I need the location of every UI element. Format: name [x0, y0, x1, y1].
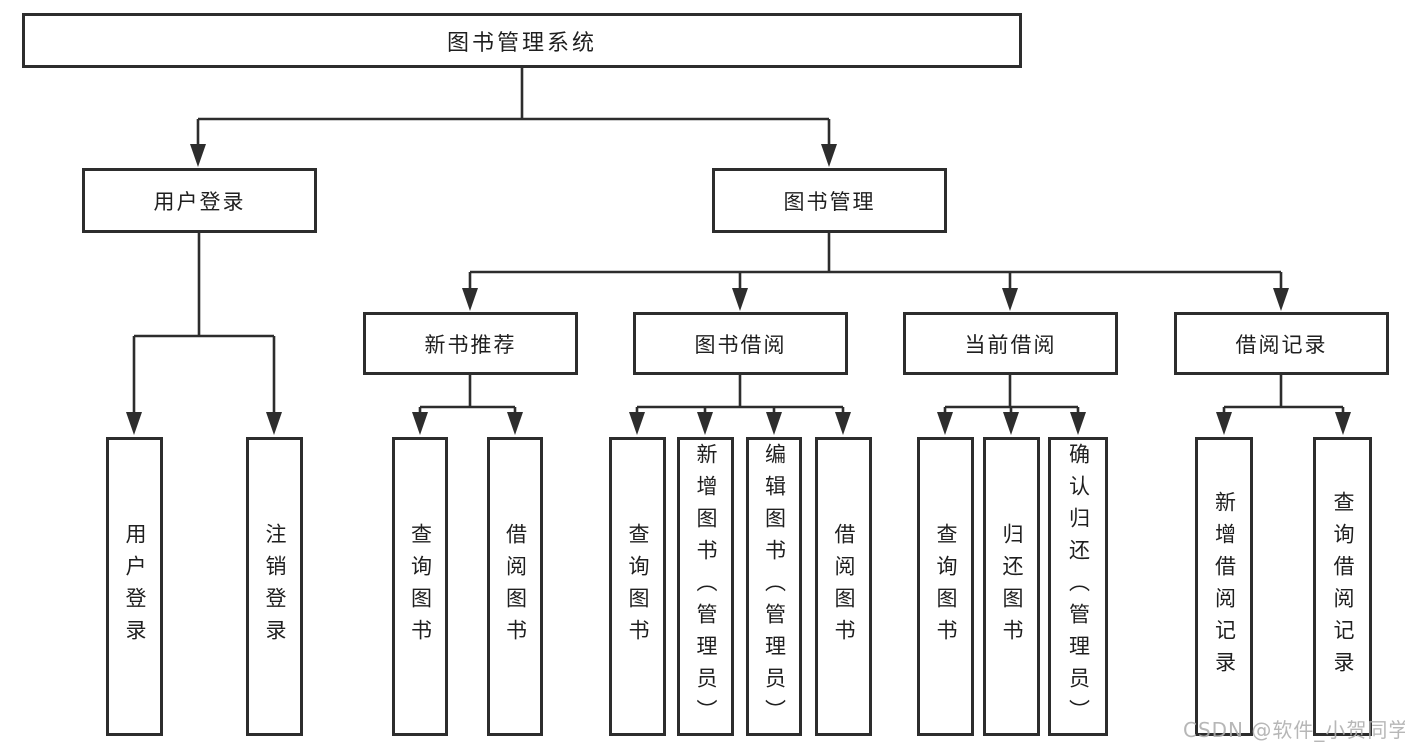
edges-borrow-records	[1222, 375, 1345, 414]
leaf-add-borrow-record: 新增借阅记录	[1195, 437, 1253, 736]
leaf-borrow-books: 借阅图书	[815, 437, 872, 736]
watermark: CSDN @软件_小贺同学	[1183, 718, 1405, 742]
leaf-query-books-recommend: 查询图书	[392, 437, 448, 736]
edges-root	[196, 68, 831, 146]
node-book-borrow-label: 图书借阅	[694, 332, 787, 357]
edges-new-book-recommend	[418, 375, 517, 414]
leaf-user-login-label: 用户登录	[123, 522, 147, 651]
leaf-confirm-return-admin: 确认归还（管理员）	[1048, 437, 1108, 736]
node-new-book-recommend-label: 新书推荐	[424, 332, 517, 357]
node-borrow-records-label: 借阅记录	[1235, 332, 1328, 357]
leaf-query-books-recommend-label: 查询图书	[408, 522, 433, 651]
leaf-edit-books-admin: 编辑图书（管理员）	[746, 437, 802, 736]
leaf-add-books-admin-label: 新增图书（管理员）	[694, 442, 718, 731]
node-user-login-label: 用户登录	[153, 189, 246, 214]
node-current-borrow: 当前借阅	[903, 312, 1118, 375]
leaf-query-books-borrow: 查询图书	[609, 437, 666, 736]
leaf-query-books-borrow-label: 查询图书	[626, 522, 650, 651]
node-book-borrow: 图书借阅	[633, 312, 848, 375]
leaf-query-books-current-label: 查询图书	[934, 522, 958, 651]
node-user-login: 用户登录	[82, 168, 317, 233]
leaf-confirm-return-admin-label: 确认归还（管理员）	[1066, 442, 1091, 731]
leaf-logout-login-label: 注销登录	[263, 522, 287, 651]
leaf-add-borrow-record-label: 新增借阅记录	[1212, 490, 1237, 683]
edges-user-login	[132, 233, 276, 414]
edges-book-borrow	[635, 375, 845, 414]
leaf-borrow-books-recommend-label: 借阅图书	[503, 522, 528, 651]
leaf-query-borrow-record: 查询借阅记录	[1313, 437, 1372, 736]
node-current-borrow-label: 当前借阅	[964, 332, 1057, 357]
node-borrow-records: 借阅记录	[1174, 312, 1389, 375]
arrowheads	[126, 144, 1351, 435]
leaf-user-login: 用户登录	[106, 437, 163, 736]
leaf-edit-books-admin-label: 编辑图书（管理员）	[762, 442, 787, 731]
leaf-borrow-books-recommend: 借阅图书	[487, 437, 543, 736]
leaf-logout-login: 注销登录	[246, 437, 303, 736]
node-root-label: 图书管理系统	[446, 30, 597, 56]
node-root: 图书管理系统	[22, 13, 1022, 68]
leaf-return-books: 归还图书	[983, 437, 1040, 736]
edges-book-management	[468, 233, 1283, 290]
node-book-management-label: 图书管理	[783, 189, 876, 214]
leaf-return-books-label: 归还图书	[1000, 522, 1024, 651]
node-book-management: 图书管理	[712, 168, 947, 233]
leaf-add-books-admin: 新增图书（管理员）	[677, 437, 734, 736]
node-new-book-recommend: 新书推荐	[363, 312, 578, 375]
leaf-query-books-current: 查询图书	[917, 437, 974, 736]
leaf-query-borrow-record-label: 查询借阅记录	[1331, 490, 1355, 683]
edges-current-borrow	[943, 375, 1080, 414]
leaf-borrow-books-label: 借阅图书	[832, 522, 856, 651]
